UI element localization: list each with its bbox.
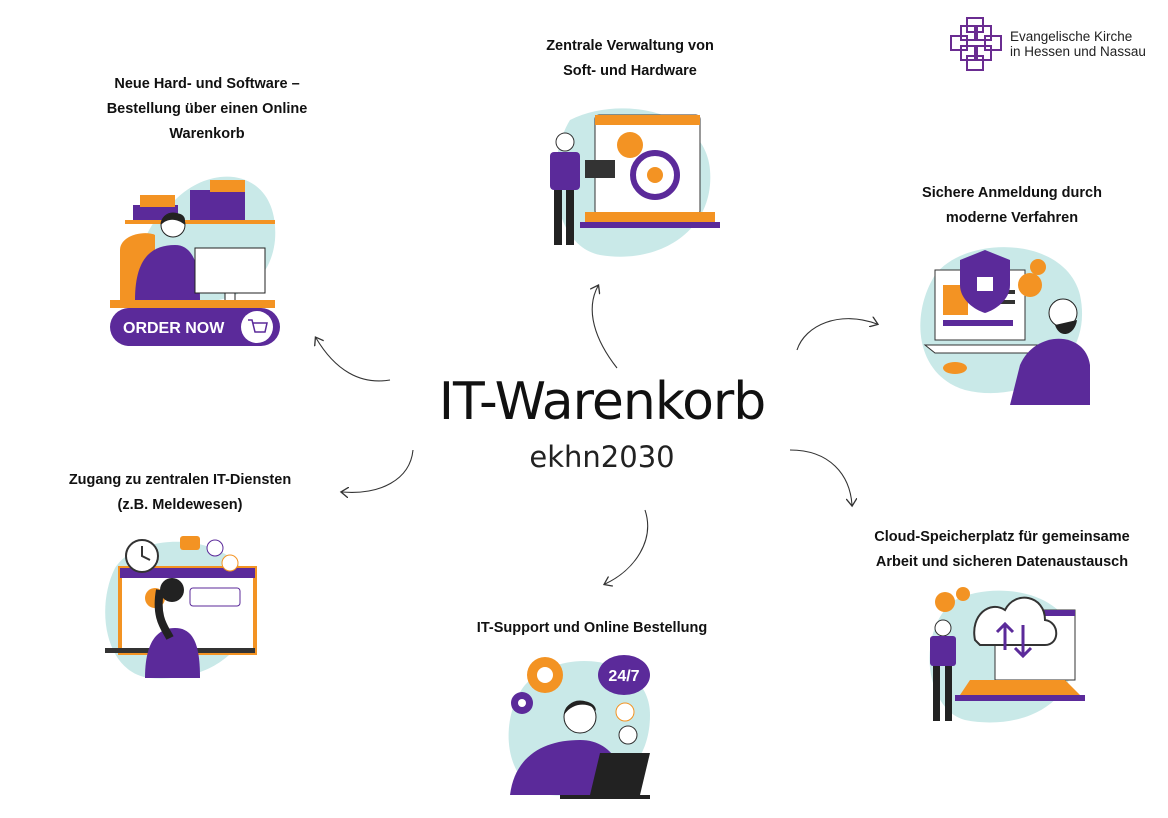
label-line: Cloud-Speicherplatz für gemeinsame	[874, 529, 1130, 545]
arrow-to-bottom-right	[789, 449, 852, 505]
label-line: Warenkorb	[169, 126, 245, 142]
order-now-button[interactable]	[110, 308, 280, 346]
label-secure-login: Sichere Anmeldung durch moderne Verfahre…	[922, 181, 1102, 231]
label-line: IT-Support und Online Bestellung	[476, 620, 708, 636]
diagram-title: IT-Warenkorb	[438, 372, 767, 432]
central-management-illustration	[550, 108, 720, 257]
arrow-to-left	[342, 449, 414, 492]
online-order-illustration: ORDER NOW	[110, 176, 280, 346]
support-badge	[598, 655, 650, 695]
arrow-to-right	[796, 319, 877, 351]
logo-line-1: Evangelische Kirche	[1010, 29, 1133, 44]
label-it-support: IT-Support und Online Bestellung	[477, 616, 707, 641]
arrow-to-bottom	[605, 509, 649, 584]
cloud-storage-illustration	[929, 587, 1085, 723]
it-services-illustration	[105, 536, 257, 679]
label-line: Zugang zu zentralen IT-Diensten	[68, 472, 292, 488]
label-line: Arbeit und sicheren Datenaustausch	[875, 554, 1129, 570]
label-central-management: Zentrale Verwaltung von Soft- und Hardwa…	[546, 34, 714, 84]
label-cloud-storage: Cloud-Speicherplatz für gemeinsame Arbei…	[874, 525, 1129, 575]
support-badge-label: 24/7	[608, 668, 639, 685]
label-line: Zentrale Verwaltung von	[546, 38, 714, 54]
secure-login-illustration	[920, 247, 1090, 405]
diagram-subtitle: ekhn2030	[529, 440, 675, 474]
label-it-services: Zugang zu zentralen IT-Diensten (z.B. Me…	[69, 468, 291, 518]
label-online-order: Neue Hard- und Software – Bestellung übe…	[107, 72, 308, 147]
ekhn-logo: Evangelische Kirche in Hessen und Nassau	[948, 16, 1146, 72]
label-line: Neue Hard- und Software –	[114, 76, 300, 92]
label-line: moderne Verfahren	[945, 210, 1079, 226]
label-line: Sichere Anmeldung durch	[922, 185, 1102, 201]
logo-line-2: in Hessen und Nassau	[1010, 44, 1146, 59]
label-line: Bestellung über einen Online	[106, 101, 308, 117]
it-support-illustration: 24/7	[508, 655, 650, 799]
arrow-to-top	[592, 286, 618, 369]
label-line: (z.B. Meldewesen)	[117, 497, 243, 513]
cross-logo-icon	[950, 17, 1002, 71]
label-line: Soft- und Hardware	[563, 63, 697, 79]
order-now-label: ORDER NOW	[123, 320, 225, 337]
cart-icon	[241, 311, 273, 343]
arrow-to-top-left	[316, 338, 391, 382]
